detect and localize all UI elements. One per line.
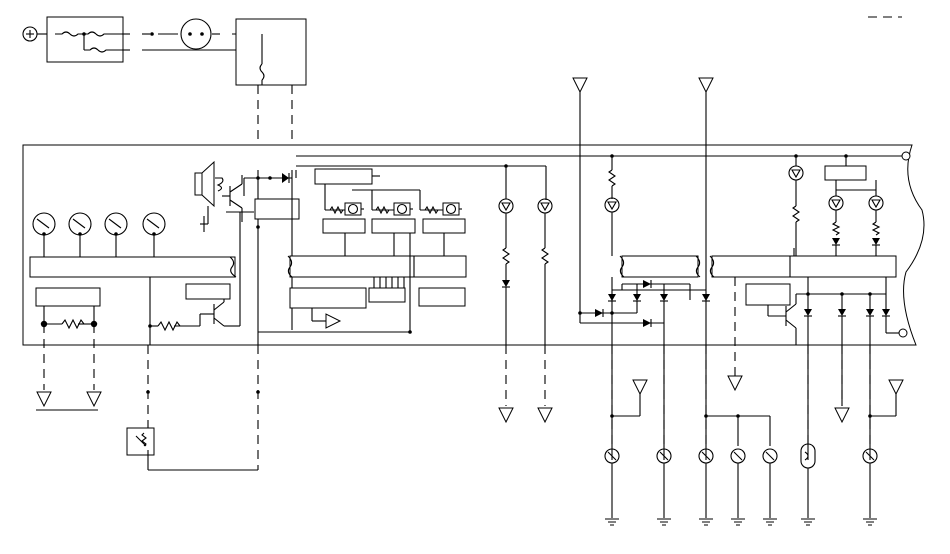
lamp-icon: [393, 202, 411, 216]
relay-box: [235, 18, 307, 86]
left-module-a: [35, 287, 101, 307]
lamp-driver-b: [371, 218, 416, 234]
ground-arrow-icon: [498, 407, 514, 424]
supply-arrow-icon: [888, 379, 904, 396]
switch-icons: [604, 443, 878, 518]
gauge-icon: [142, 212, 166, 257]
fuse-box: [46, 16, 124, 63]
center-sub-block-b: [368, 287, 406, 303]
gauge-icon: [68, 212, 92, 257]
switch-icon: [656, 448, 672, 518]
lamp-icon: [344, 202, 362, 216]
center-logic-block: [289, 255, 467, 278]
switch-icon: [730, 448, 746, 518]
battery-supply: [22, 26, 48, 42]
ground-arrow-icon: [86, 391, 102, 408]
center-sub-block-c: [418, 287, 466, 307]
control-unit: [254, 198, 300, 220]
right-relay-block: [824, 165, 867, 181]
ground-icon: [863, 518, 877, 526]
transistor-icon: [148, 212, 241, 332]
ground-arrow-icon: [537, 407, 553, 424]
sensor-icon: [800, 443, 816, 518]
ground-icon: [699, 518, 713, 526]
ground-icon: [801, 518, 815, 526]
switch-icon: [862, 448, 878, 518]
switch-icon: [762, 448, 778, 518]
indicator-lamps-center: [325, 189, 462, 216]
switch-icon: [698, 448, 714, 518]
ground-arrow-icon: [36, 391, 52, 408]
gauge-cluster-outline: [22, 144, 925, 346]
ground-icon: [763, 518, 777, 526]
center-relay-block: [314, 168, 373, 185]
lamp-driver-a: [322, 218, 366, 234]
ground-arrow-icon: [834, 407, 850, 424]
ground-icon: [605, 518, 619, 526]
supply-arrow-icon: [632, 379, 648, 396]
lamp-driver-c: [422, 218, 466, 234]
switch-icon: [604, 448, 620, 518]
gauge-icon: [32, 212, 56, 257]
transistor-icon: [785, 294, 797, 345]
center-sub-block-a: [289, 287, 367, 309]
right-logic-block-b: [711, 255, 897, 278]
ground-icon: [657, 518, 671, 526]
right-module-block: [745, 283, 791, 306]
speaker-icon: [194, 160, 224, 224]
supply-arrow-icon: [572, 77, 588, 313]
sensor-icon: [126, 427, 155, 470]
left-module-b: [185, 283, 231, 300]
lamp-icon: [442, 202, 460, 216]
gauge-meters: [32, 212, 166, 257]
ground-icons: [605, 518, 877, 526]
gauge-icon: [104, 212, 128, 257]
right-logic-block-a: [621, 255, 699, 278]
meter-driver-block: [29, 256, 236, 278]
ground-icon: [731, 518, 745, 526]
